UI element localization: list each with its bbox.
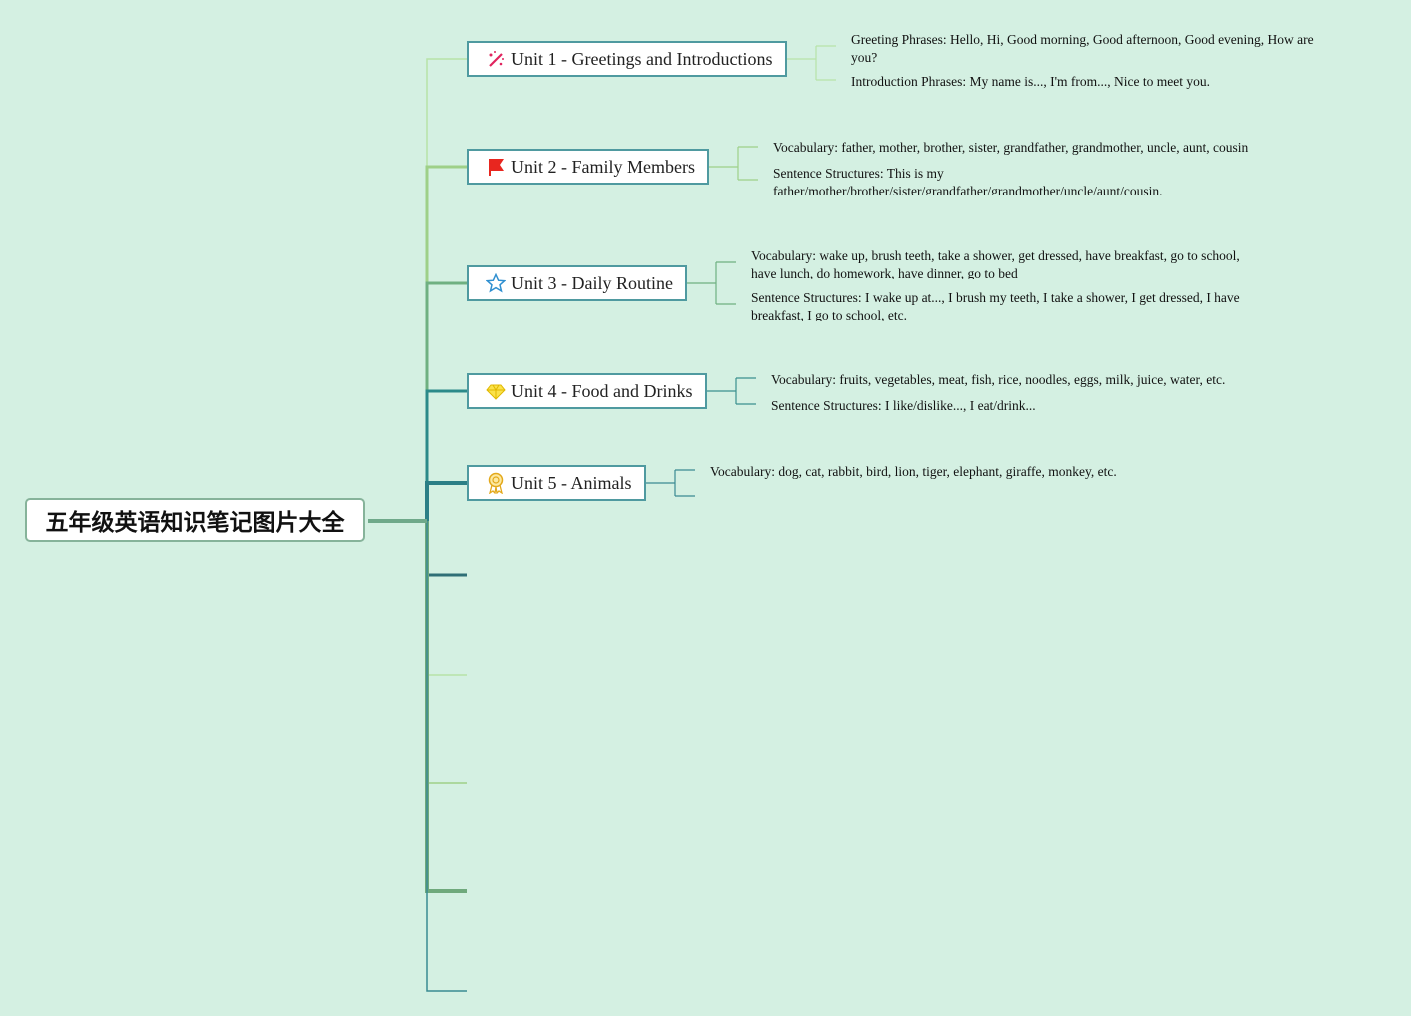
trunk-empty-2: [426, 521, 467, 676]
unit1-note-bracket: [787, 45, 836, 81]
magic-wand-icon: [485, 48, 507, 70]
unit4-label: Unit 4 - Food and Drinks: [511, 380, 693, 401]
medal-icon: [485, 472, 507, 494]
unit1-note-1: Greeting Phrases: Hello, Hi, Good mornin…: [851, 32, 1314, 65]
star-icon: [485, 272, 507, 294]
unit2-note-1: Vocabulary: father, mother, brother, sis…: [773, 140, 1249, 155]
unit4-note-1: Vocabulary: fruits, vegetables, meat, fi…: [771, 372, 1226, 387]
unit5-label: Unit 5 - Animals: [511, 472, 632, 493]
unit4-note-2: Sentence Structures: I like/dislike..., …: [771, 398, 1036, 413]
trunk-branch-5: [368, 481, 467, 523]
trunk-branch-4: [368, 389, 467, 523]
unit5-note-1: Vocabulary: dog, cat, rabbit, bird, lion…: [710, 464, 1117, 479]
unit1-topic[interactable]: Unit 1 - Greetings and Introductions: [467, 41, 787, 77]
trunk-empty-1: [425, 521, 467, 577]
trunk-empty-3: [426, 521, 467, 784]
unit4-topic[interactable]: Unit 4 - Food and Drinks: [467, 373, 707, 409]
trunk-branch-2: [368, 165, 467, 523]
trunk-empty-5: [426, 521, 467, 992]
unit1-label: Unit 1 - Greetings and Introductions: [511, 48, 773, 69]
unit3-note-2: Sentence Structures: I wake up at..., I …: [751, 290, 1240, 321]
unit3-label: Unit 3 - Daily Routine: [511, 272, 673, 293]
unit1-note-2: Introduction Phrases: My name is..., I'm…: [851, 74, 1210, 89]
unit5-topic[interactable]: Unit 5 - Animals: [467, 465, 646, 501]
unit2-topic[interactable]: Unit 2 - Family Members: [467, 149, 709, 185]
unit2-note-bracket: [709, 146, 758, 181]
unit3-topic[interactable]: Unit 3 - Daily Routine: [467, 265, 687, 301]
root-topic[interactable]: 五年级英语知识笔记图片大全: [25, 498, 365, 542]
unit5-note-bracket: [646, 469, 695, 497]
unit2-label: Unit 2 - Family Members: [511, 156, 695, 177]
trunk-branch-1: [368, 58, 467, 522]
unit2-note-2: Sentence Structures: This is my father/m…: [773, 166, 1163, 195]
red-flag-icon: [485, 156, 507, 178]
unit3-note-1: Vocabulary: wake up, brush teeth, take a…: [751, 248, 1240, 279]
unit3-note-bracket: [687, 261, 736, 305]
diamond-icon: [485, 380, 507, 402]
unit4-note-bracket: [707, 377, 756, 405]
trunk-branch-3: [368, 281, 467, 523]
